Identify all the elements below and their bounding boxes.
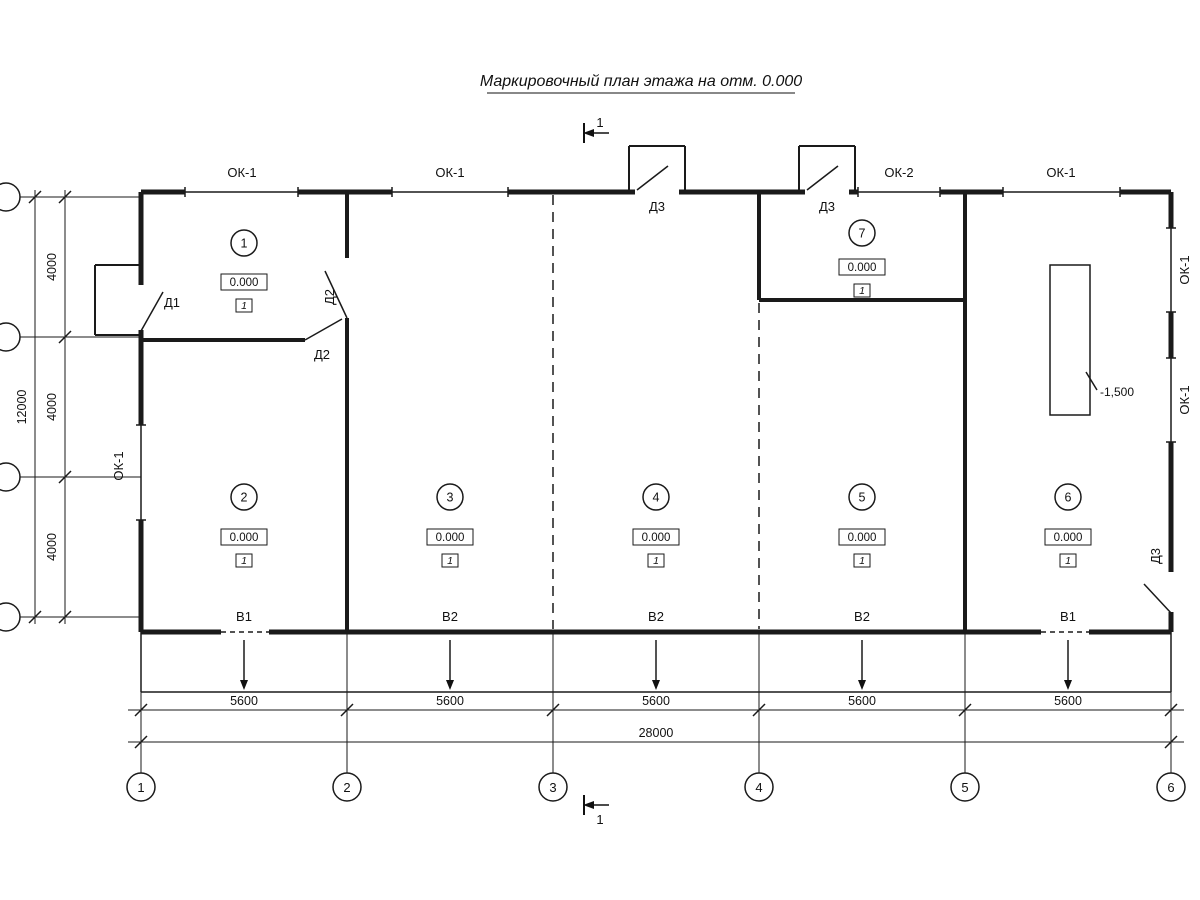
- dimension-lines: [128, 709, 1184, 743]
- room-finish: 1: [447, 555, 453, 567]
- room-elevation: 0.000: [848, 262, 877, 274]
- row-bubbles: [0, 182, 21, 632]
- room-number: 4: [653, 491, 660, 505]
- room-number: 5: [859, 491, 866, 505]
- room-annotation-3: 3 0.000 1: [426, 483, 474, 568]
- downspout-tag: В2: [442, 609, 458, 624]
- bay-dim-label: 5600: [1054, 694, 1082, 708]
- room-annotation-5: 5 0.000 1: [838, 483, 886, 568]
- window-tag: ОК-1: [227, 165, 256, 180]
- grid-bubble-label: 3: [549, 780, 556, 795]
- exterior-walls: [138, 189, 1174, 635]
- room-number: 3: [447, 491, 454, 505]
- window-tag: ОК-1: [1177, 255, 1192, 284]
- row-dim-label: 4000: [45, 393, 59, 421]
- door-tag: Д1: [164, 295, 180, 310]
- room-elevation: 0.000: [230, 277, 259, 289]
- porch: [94, 264, 141, 336]
- bay-dim-label: 5600: [642, 694, 670, 708]
- total-width-dim-label: 28000: [639, 726, 674, 740]
- room-elevation: 0.000: [848, 532, 877, 544]
- grid-bubble-label: 2: [343, 780, 350, 795]
- downspout-arrows: [240, 640, 1072, 690]
- door-tag: Д3: [649, 199, 665, 214]
- grid-extension-lines: [20, 190, 1172, 773]
- window-tag: ОК-1: [1177, 385, 1192, 414]
- window-tag: ОК-1: [1046, 165, 1075, 180]
- pit-outline: [1049, 264, 1098, 416]
- window-tag: ОК-2: [884, 165, 913, 180]
- window-symbols: [136, 187, 1176, 633]
- room-elevation: 0.000: [436, 532, 465, 544]
- row-dim-label: 4000: [45, 253, 59, 281]
- room-finish: 1: [1065, 555, 1071, 567]
- room-finish: 1: [653, 555, 659, 567]
- drawing-title: Маркировочный план этажа на отм. 0.000: [480, 73, 802, 90]
- door-tag: Д2: [314, 347, 330, 362]
- room-elevation: 0.000: [1054, 532, 1083, 544]
- bay-dim-label: 5600: [230, 694, 258, 708]
- downspout-tag: В2: [854, 609, 870, 624]
- room-elevation: 0.000: [642, 532, 671, 544]
- section-mark-bottom: [583, 795, 609, 815]
- grid-bubbles: [126, 772, 1186, 802]
- dashed-partitions: [552, 195, 760, 629]
- downspout-tag: В1: [236, 609, 252, 624]
- bay-dim-label: 5600: [436, 694, 464, 708]
- door-tag: Д2: [322, 289, 337, 305]
- downspout-tag: В2: [648, 609, 664, 624]
- row-dim-label: 4000: [45, 533, 59, 561]
- interior-walls: [141, 192, 967, 632]
- grid-bubble-label: 6: [1167, 780, 1174, 795]
- section-label-bottom: 1: [596, 812, 603, 827]
- pit-elevation-label: -1,500: [1100, 385, 1134, 399]
- downspout-tag: В1: [1060, 609, 1076, 624]
- room-annotation-7: 7 0.000 1: [838, 219, 886, 298]
- room-number: 1: [241, 237, 248, 251]
- room-finish: 1: [241, 300, 247, 312]
- room-finish: 1: [859, 285, 865, 297]
- room-elevation: 0.000: [230, 532, 259, 544]
- section-label-top: 1: [596, 115, 603, 130]
- room-annotation-6: 6 0.000 1: [1044, 483, 1092, 568]
- room-annotation-4: 4 0.000 1: [632, 483, 680, 568]
- room-finish: 1: [241, 555, 247, 567]
- room-annotation-1: 1 0.000 1: [220, 229, 268, 313]
- grid-bubble-label: 5: [961, 780, 968, 795]
- grid-bubble-label: 4: [755, 780, 762, 795]
- bay-dim-label: 5600: [848, 694, 876, 708]
- vestibules: [628, 145, 856, 192]
- room-number: 6: [1065, 491, 1072, 505]
- room-annotation-2: 2 0.000 1: [220, 483, 268, 568]
- room-number: 7: [859, 227, 866, 241]
- door-leaves: [140, 165, 1172, 614]
- dimension-ticks: [28, 190, 1178, 749]
- section-mark-top: [583, 123, 609, 143]
- window-tag: ОК-1: [435, 165, 464, 180]
- grid-bubble-label: 1: [137, 780, 144, 795]
- door-tag: Д3: [819, 199, 835, 214]
- room-finish: 1: [859, 555, 865, 567]
- window-tag: ОК-1: [111, 451, 126, 480]
- room-number: 2: [241, 491, 248, 505]
- door-tag: Д3: [1148, 548, 1163, 564]
- total-height-dim-label: 12000: [15, 390, 29, 425]
